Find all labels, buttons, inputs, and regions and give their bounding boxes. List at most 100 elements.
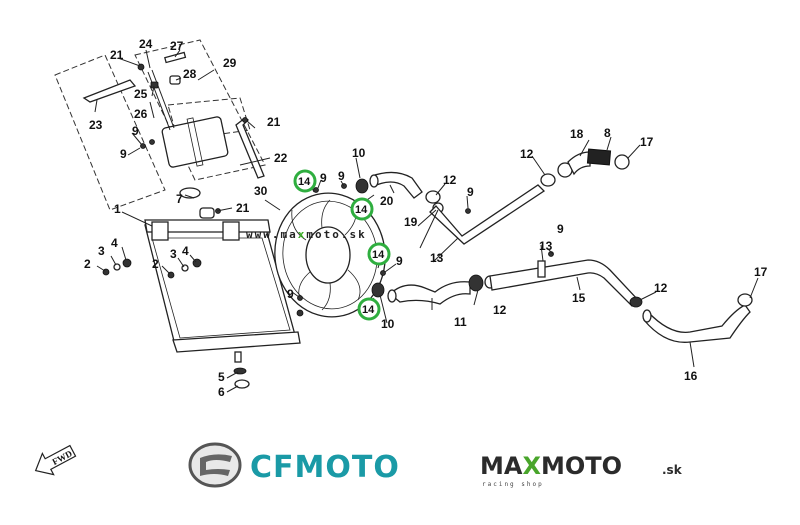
clamp-10a [355,178,369,194]
callout-28: 28 [183,67,197,81]
washer-3a [113,263,121,271]
rod-27 [164,51,187,64]
drain-cap-6 [234,379,250,389]
callout-labels: 1 2 3 4 2 3 4 5 6 7 21 23 21 24 25 26 27… [84,37,768,399]
highlight-ring [367,242,391,266]
highlighted-callouts: 14 14 14 14 [293,169,391,321]
clip-21b [242,117,248,123]
callout-8: 8 [604,126,611,140]
highlight-ring [293,169,317,193]
callout-15: 15 [572,291,586,305]
nut-fan [296,309,304,317]
callout-9: 9 [120,147,127,161]
filler-neck [199,207,215,219]
maxmoto-tagline: racing shop [482,481,544,488]
clamp-12d [629,296,643,308]
watermark-x: x [298,228,307,241]
cfmoto-wordmark: CFMOTO [250,450,400,485]
maxmoto-logo: MAXMOTO .sk racing shop [480,452,683,488]
callout-12: 12 [443,173,457,187]
callout-27: 27 [170,39,184,53]
callout-9: 9 [396,254,403,268]
callout-29: 29 [223,56,237,70]
callout-10: 10 [381,317,395,331]
watermark-suffix: moto.sk [306,228,366,241]
callout-14: 14 [372,249,385,261]
callout-14: 14 [355,204,368,216]
maxmoto-wordmark: MAXMOTO [480,452,622,480]
callout-21: 21 [110,48,124,62]
fwd-arrow-icon: FWD [34,444,77,476]
tube-26-edge [151,69,175,129]
callout-7: 7 [176,192,183,206]
callout-4: 4 [182,244,189,258]
tube-26 [147,71,171,131]
callout-16: 16 [684,369,698,383]
bolt-9b [149,139,155,145]
maxmoto-pre: MA [480,452,523,480]
maxmoto-x: X [522,452,541,480]
callout-22: 22 [274,151,288,165]
grommet-4a [122,258,132,268]
maxmoto-post: MOTO [541,452,622,480]
clamp-17a [614,154,630,170]
clamp-12b [540,173,556,187]
callout-18: 18 [570,127,584,141]
hose-11-end [387,289,397,303]
callout-9: 9 [467,185,474,199]
hoses-group [355,148,753,343]
hose-16-end [642,309,652,323]
drain-spout [234,351,242,363]
clip-21a [137,63,145,71]
callout-11: 11 [454,315,467,329]
callout-9: 9 [320,171,327,185]
highlight-ring [357,297,381,321]
callout-17: 17 [754,265,768,279]
fan-hub [305,226,351,284]
reservoir-group [54,39,266,219]
callout-21: 21 [267,115,281,129]
corrugated-hose-8 [586,148,612,166]
callout-9: 9 [338,169,345,183]
callout-1: 1 [114,202,121,216]
reservoir-tank [161,116,229,168]
callout-20: 20 [380,194,394,208]
callout-12: 12 [520,147,534,161]
cap-28 [169,75,181,85]
callout-19: 19 [404,215,418,229]
elbow-18 [567,151,591,176]
radiator-core [144,224,296,346]
callout-4: 4 [111,236,118,250]
hose-16 [643,304,751,343]
callout-14: 14 [298,176,311,188]
clamp-17b [737,293,753,307]
hose-20 [371,171,423,199]
callout-25: 25 [134,87,148,101]
cfmoto-emblem [188,442,242,488]
fitting-25 [150,81,159,89]
pipe-15 [489,259,639,307]
maxmoto-tld: .sk [662,463,683,477]
callout-10: 10 [352,146,366,160]
callout-21: 21 [236,201,250,215]
callout-23: 23 [89,118,103,132]
hose-11 [389,281,471,305]
callout-13: 13 [539,239,553,253]
callout-17: 17 [640,135,654,149]
callout-12: 12 [493,303,507,317]
callout-9: 9 [557,222,564,236]
callout-13: 13 [430,251,444,265]
bracket-dash-box [54,54,166,211]
fan-blades [291,199,361,311]
callout-5: 5 [218,370,225,384]
callout-24: 24 [139,37,153,51]
callout-26: 26 [134,107,148,121]
bolt-9g [465,208,471,214]
radiator-group [102,219,301,389]
reservoir-divider [186,117,204,167]
watermark: www.maxmoto.sk [246,228,367,241]
pipe-bracket-13 [537,260,546,278]
callout-14: 14 [362,304,375,316]
